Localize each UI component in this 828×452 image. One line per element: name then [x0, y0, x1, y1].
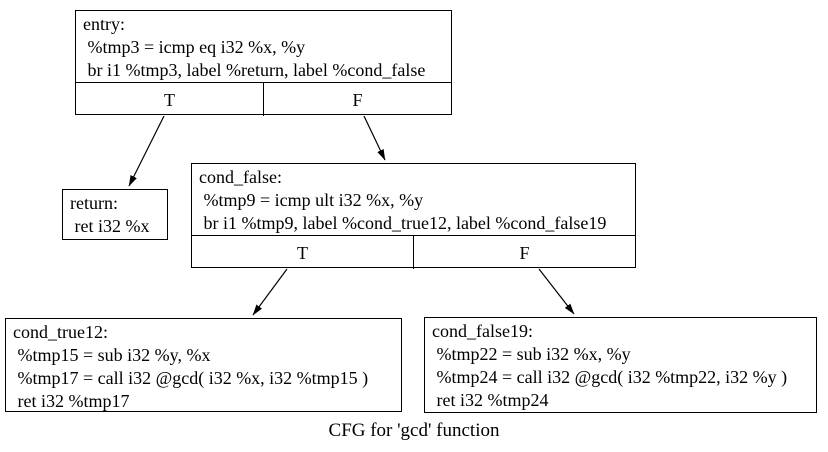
edge-cond-false-false-to-cond-false19	[538, 268, 575, 315]
code-line: %tmp22 = sub i32 %x, %y	[432, 344, 631, 364]
node-return-body: return: ret i32 %x	[63, 190, 167, 239]
edge-entry-false-to-cond-false	[363, 115, 386, 161]
code-line: ret i32 %tmp24	[432, 390, 549, 410]
code-line: br i1 %tmp9, label %cond_true12, label %…	[199, 213, 607, 233]
code-line: %tmp17 = call i32 @gcd( i32 %x, i32 %tmp…	[13, 368, 369, 388]
edge-cond-false-true-to-cond-true12	[252, 268, 288, 316]
false-branch-cell: F	[263, 83, 451, 116]
branch-row: T F	[192, 235, 635, 269]
true-branch-cell: T	[164, 89, 175, 110]
false-branch-cell: F	[413, 236, 635, 269]
edge-entry-true-to-return	[128, 115, 165, 187]
node-entry-body: entry: %tmp3 = icmp eq i32 %x, %y br i1 …	[76, 11, 451, 82]
code-line: br i1 %tmp3, label %return, label %cond_…	[83, 60, 426, 80]
code-line: %tmp15 = sub i32 %y, %x	[13, 345, 211, 365]
graph-caption: CFG for 'gcd' function	[328, 420, 500, 441]
block-label: return:	[70, 193, 118, 213]
block-label: cond_true12:	[13, 322, 108, 342]
node-cond-false19: cond_false19: %tmp22 = sub i32 %x, %y %t…	[424, 317, 817, 413]
node-cond-false-body: cond_false: %tmp9 = icmp ult i32 %x, %y …	[192, 164, 635, 235]
node-cond-true12: cond_true12: %tmp15 = sub i32 %y, %x %tm…	[5, 318, 402, 412]
block-label: entry:	[83, 14, 125, 34]
code-line: %tmp3 = icmp eq i32 %x, %y	[83, 37, 306, 57]
node-return: return: ret i32 %x	[62, 189, 168, 240]
block-label: cond_false:	[199, 167, 282, 187]
code-line: %tmp9 = icmp ult i32 %x, %y	[199, 190, 424, 210]
true-branch-cell: T	[297, 242, 308, 263]
branch-row: T F	[76, 82, 451, 116]
node-cond-false19-body: cond_false19: %tmp22 = sub i32 %x, %y %t…	[425, 318, 816, 412]
block-label: cond_false19:	[432, 321, 533, 341]
code-line: ret i32 %x	[70, 216, 150, 236]
node-entry: entry: %tmp3 = icmp eq i32 %x, %y br i1 …	[75, 10, 452, 116]
node-cond-false: cond_false: %tmp9 = icmp ult i32 %x, %y …	[191, 163, 636, 269]
code-line: ret i32 %tmp17	[13, 391, 130, 411]
code-line: %tmp24 = call i32 @gcd( i32 %tmp22, i32 …	[432, 367, 788, 387]
node-cond-true12-body: cond_true12: %tmp15 = sub i32 %y, %x %tm…	[6, 319, 401, 413]
